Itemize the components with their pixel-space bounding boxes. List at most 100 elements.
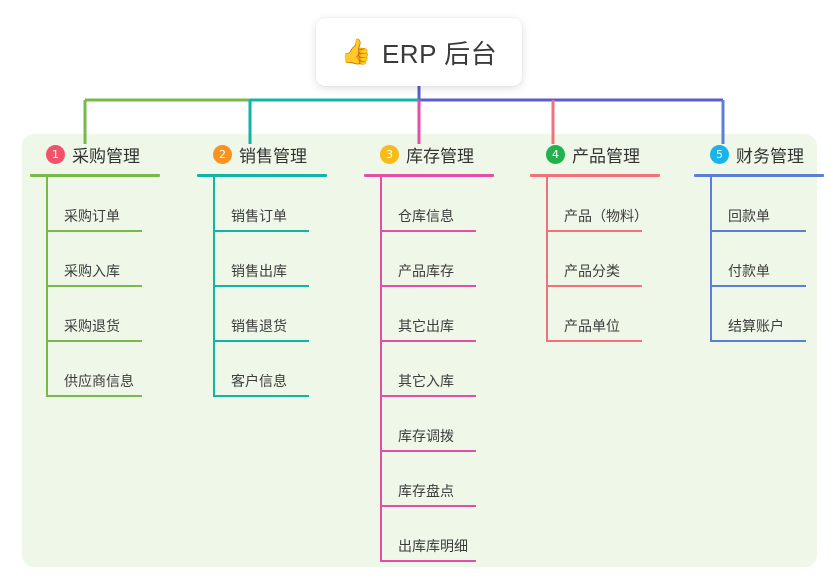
column-header-4[interactable]: 4 产品管理 <box>530 134 685 174</box>
column-2: 2 销售管理销售订单销售出库销售退货客户信息 <box>197 134 352 397</box>
list-item-label: 客户信息 <box>231 373 287 389</box>
list-item-rule <box>380 395 476 397</box>
list-item[interactable]: 库存盘点 <box>380 452 519 507</box>
list-item-rule <box>710 285 806 287</box>
list-item-rule <box>380 230 476 232</box>
column-badge-1: 1 <box>46 144 65 164</box>
list-item[interactable]: 销售订单 <box>213 177 352 232</box>
thumbs-up-icon: 👍 <box>340 37 372 66</box>
column-items-3: 仓库信息产品库存其它出库其它入库库存调拨库存盘点出库库明细 <box>380 177 519 562</box>
list-item-rule <box>213 340 309 342</box>
column-title-1: 采购管理 <box>72 146 140 166</box>
column-header-5[interactable]: 5 财务管理 <box>694 134 839 174</box>
list-item-label: 库存调拨 <box>398 428 454 444</box>
list-item[interactable]: 采购订单 <box>46 177 185 232</box>
list-item[interactable]: 仓库信息 <box>380 177 519 232</box>
root-title-card[interactable]: 👍 ERP 后台 <box>316 18 522 86</box>
list-item-rule <box>46 285 142 287</box>
list-item[interactable]: 其它出库 <box>380 287 519 342</box>
column-container: 1 采购管理采购订单采购入库采购退货供应商信息 2 销售管理销售订单销售出库销售退货客… <box>22 134 824 567</box>
list-item-label: 结算账户 <box>728 318 784 334</box>
column-5: 5 财务管理回款单付款单结算账户 <box>694 134 839 342</box>
column-items-1: 采购订单采购入库采购退货供应商信息 <box>46 177 185 397</box>
content-panel <box>22 134 817 567</box>
column-title-4: 产品管理 <box>572 146 640 166</box>
column-title-3: 库存管理 <box>406 146 474 166</box>
list-item-label: 回款单 <box>728 208 770 224</box>
list-item-rule <box>213 285 309 287</box>
list-item-label: 采购退货 <box>64 318 120 334</box>
column-badge-4: 4 <box>546 144 565 164</box>
list-item-label: 产品单位 <box>564 318 620 334</box>
list-item[interactable]: 供应商信息 <box>46 342 185 397</box>
column-4: 4 产品管理产品（物料） 产品分类产品单位 <box>530 134 685 342</box>
list-item-label: 销售订单 <box>231 208 287 224</box>
list-item-rule <box>46 230 142 232</box>
list-item-rule <box>546 340 642 342</box>
column-rail-3 <box>380 177 382 562</box>
list-item-rule <box>46 340 142 342</box>
column-rule-2 <box>197 174 327 177</box>
column-header-1[interactable]: 1 采购管理 <box>30 134 185 174</box>
column-rail-4 <box>546 177 548 342</box>
list-item-label: 库存盘点 <box>398 483 454 499</box>
list-item-rule <box>546 285 642 287</box>
column-badge-2: 2 <box>213 144 232 164</box>
list-item-rule <box>710 340 806 342</box>
column-title-2: 销售管理 <box>239 146 307 166</box>
page-title: ERP 后台 <box>381 38 498 69</box>
column-badge-5: 5 <box>710 144 729 164</box>
list-item[interactable]: 出库库明细 <box>380 507 519 562</box>
list-item-label: 出库库明细 <box>398 538 468 554</box>
list-item[interactable]: 采购退货 <box>46 287 185 342</box>
list-item[interactable]: 客户信息 <box>213 342 352 397</box>
list-item[interactable]: 采购入库 <box>46 232 185 287</box>
list-item-label: 采购入库 <box>64 263 120 279</box>
list-item-label: 供应商信息 <box>64 373 134 389</box>
list-item-label: 采购订单 <box>64 208 120 224</box>
list-item-rule <box>380 505 476 507</box>
list-item[interactable]: 产品库存 <box>380 232 519 287</box>
list-item[interactable]: 结算账户 <box>710 287 839 342</box>
list-item[interactable]: 其它入库 <box>380 342 519 397</box>
column-items-2: 销售订单销售出库销售退货客户信息 <box>213 177 352 397</box>
column-badge-3: 3 <box>380 144 399 164</box>
column-title-5: 财务管理 <box>736 146 804 166</box>
list-item-label: 产品（物料） <box>564 208 648 224</box>
column-rule-3 <box>364 174 494 177</box>
list-item-rule <box>710 230 806 232</box>
list-item-label: 仓库信息 <box>398 208 454 224</box>
list-item-label: 其它出库 <box>398 318 454 334</box>
list-item-rule <box>380 340 476 342</box>
column-rule-4 <box>530 174 660 177</box>
list-item[interactable]: 库存调拨 <box>380 397 519 452</box>
list-item[interactable]: 产品分类 <box>546 232 685 287</box>
column-rule-1 <box>30 174 160 177</box>
column-rule-5 <box>694 174 824 177</box>
list-item[interactable]: 产品（物料） <box>546 177 685 232</box>
list-item-rule <box>46 395 142 397</box>
list-item-label: 销售出库 <box>231 263 287 279</box>
list-item-label: 付款单 <box>728 263 770 279</box>
list-item-rule <box>380 450 476 452</box>
column-rail-5 <box>710 177 712 342</box>
list-item[interactable]: 付款单 <box>710 232 839 287</box>
list-item-rule <box>213 395 309 397</box>
list-item-rule <box>380 560 476 562</box>
column-rail-2 <box>213 177 215 397</box>
list-item-rule <box>213 230 309 232</box>
column-header-2[interactable]: 2 销售管理 <box>197 134 352 174</box>
list-item-label: 产品库存 <box>398 263 454 279</box>
list-item[interactable]: 回款单 <box>710 177 839 232</box>
column-items-4: 产品（物料） 产品分类产品单位 <box>546 177 685 342</box>
column-1: 1 采购管理采购订单采购入库采购退货供应商信息 <box>30 134 185 397</box>
column-3: 3 库存管理仓库信息产品库存其它出库其它入库库存调拨库存盘点出库库明细 <box>364 134 519 562</box>
list-item[interactable]: 销售出库 <box>213 232 352 287</box>
column-rail-1 <box>46 177 48 397</box>
list-item[interactable]: 产品单位 <box>546 287 685 342</box>
list-item-rule <box>380 285 476 287</box>
column-header-3[interactable]: 3 库存管理 <box>364 134 519 174</box>
column-items-5: 回款单付款单结算账户 <box>710 177 839 342</box>
list-item-label: 销售退货 <box>231 318 287 334</box>
list-item[interactable]: 销售退货 <box>213 287 352 342</box>
